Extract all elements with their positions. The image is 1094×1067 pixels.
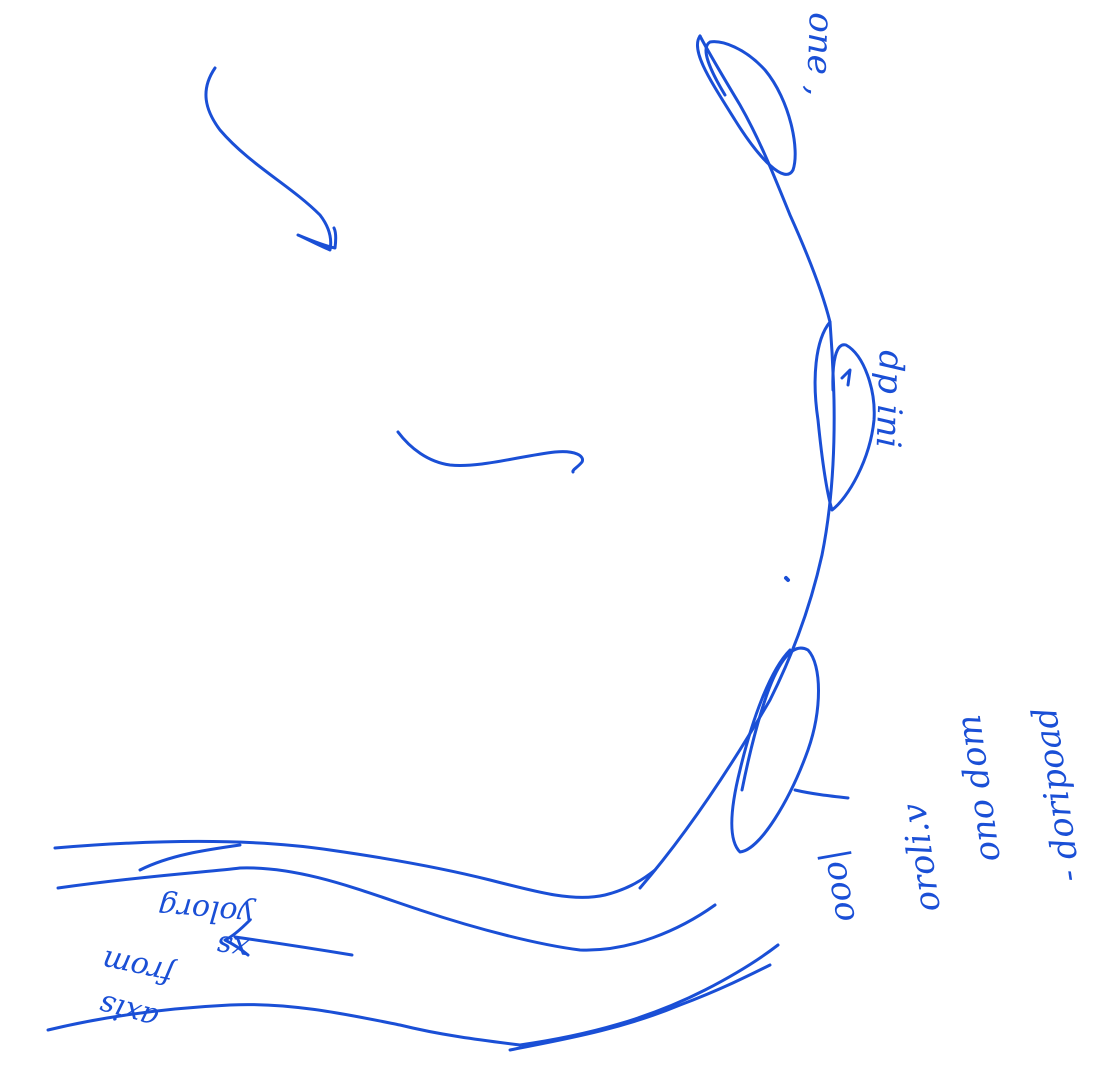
- middle-node-loop: [815, 322, 874, 510]
- center-hook-stroke: [398, 432, 583, 472]
- label-bottom-left-3: xs: [214, 928, 251, 967]
- label-bottom-left-2: from: [99, 942, 179, 992]
- label-bottom-right-3: oroli.v: [894, 801, 949, 914]
- label-bottom-right-4: ooo|: [812, 847, 864, 926]
- side-dash-right: [795, 790, 848, 798]
- river-left-crossbar: [140, 845, 240, 870]
- label-middle-right: dp ini: [868, 350, 911, 449]
- label-bottom-left-1: axis: [95, 987, 162, 1036]
- river-middle-line: [58, 868, 715, 950]
- bottom-node-loop: [732, 648, 819, 852]
- label-bottom-right-1: - doripoad: [1025, 705, 1089, 885]
- top-left-arrow-stroke: [206, 68, 336, 250]
- speck-1: [786, 578, 788, 580]
- label-bottom-left-4: yolorg: [157, 889, 258, 932]
- middle-node-tick: [842, 370, 850, 385]
- label-top-right: one ,: [798, 12, 841, 97]
- river-arrow-shaft: [235, 937, 352, 955]
- river-inner-line: [510, 965, 770, 1050]
- label-bottom-right-2: ono dom: [949, 712, 1009, 864]
